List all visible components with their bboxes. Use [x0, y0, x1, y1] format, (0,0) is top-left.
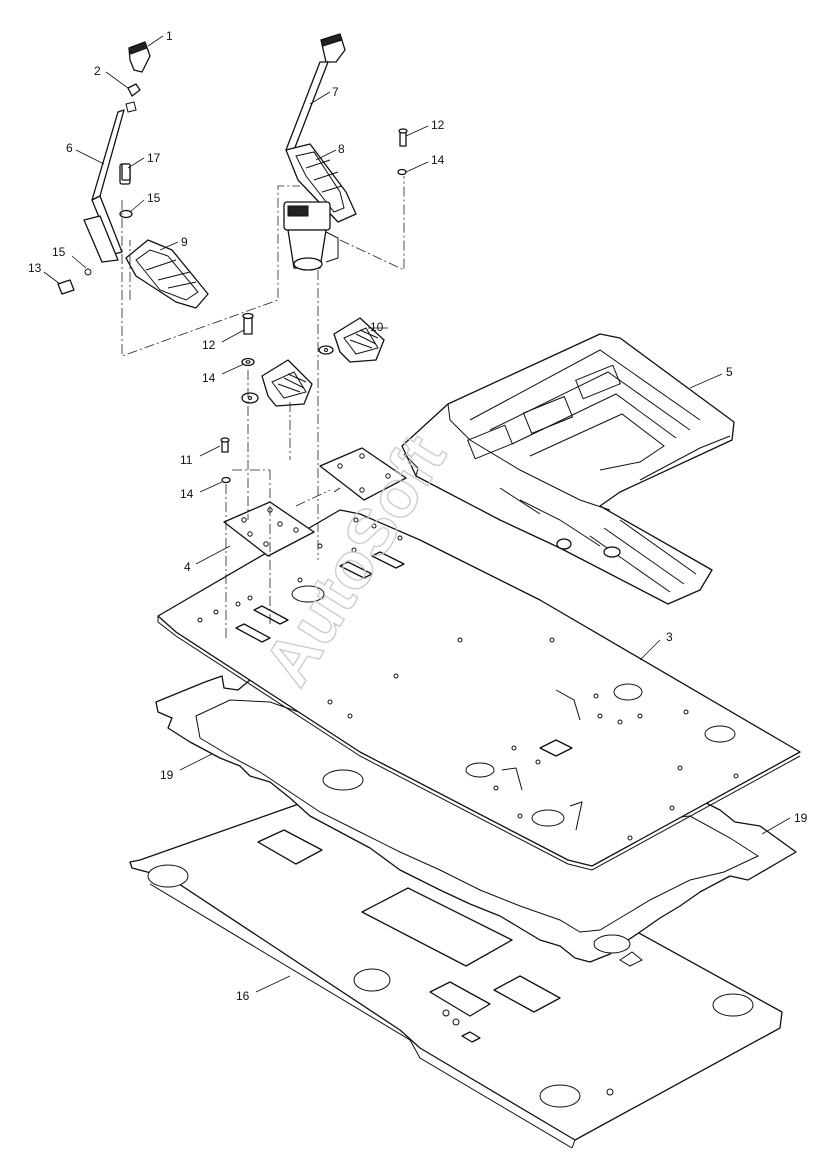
centerlines [121, 176, 405, 640]
part-10-bracket [318, 317, 385, 363]
callout-13: 13 [28, 261, 42, 275]
callout-17: 17 [147, 151, 161, 165]
callout-9: 9 [181, 235, 188, 249]
callout-12a: 12 [431, 118, 445, 132]
callout-6: 6 [66, 141, 73, 155]
callout-11: 11 [180, 453, 193, 467]
callout-5: 5 [726, 365, 733, 379]
callout-14b: 14 [202, 371, 216, 385]
callouts: 1 2 6 17 15 9 15 13 7 8 12 14 12 14 10 1… [28, 29, 808, 1003]
callout-12b: 12 [202, 338, 216, 352]
callout-14c: 14 [180, 487, 194, 501]
callout-4: 4 [184, 560, 191, 574]
callout-15b: 15 [52, 245, 66, 259]
part-5-cover-panel [401, 333, 735, 605]
pedal-assembly-left [57, 41, 209, 309]
callout-8: 8 [338, 142, 345, 156]
callout-3: 3 [666, 630, 673, 644]
part-bracket-lower [241, 359, 313, 407]
fasteners [119, 128, 408, 484]
part-3-floor-plate [157, 509, 801, 871]
callout-14a: 14 [431, 153, 445, 167]
callout-19b: 19 [794, 811, 808, 825]
callout-19a: 19 [160, 768, 174, 782]
callout-7: 7 [332, 85, 339, 99]
callout-1: 1 [166, 29, 173, 43]
pedal-assembly-right [283, 33, 357, 271]
callout-10: 10 [370, 320, 384, 334]
part-16-floor-mat [129, 781, 783, 1149]
callout-16: 16 [236, 989, 250, 1003]
callout-15a: 15 [147, 191, 161, 205]
part-4-plates [223, 447, 407, 557]
callout-2: 2 [94, 64, 101, 78]
